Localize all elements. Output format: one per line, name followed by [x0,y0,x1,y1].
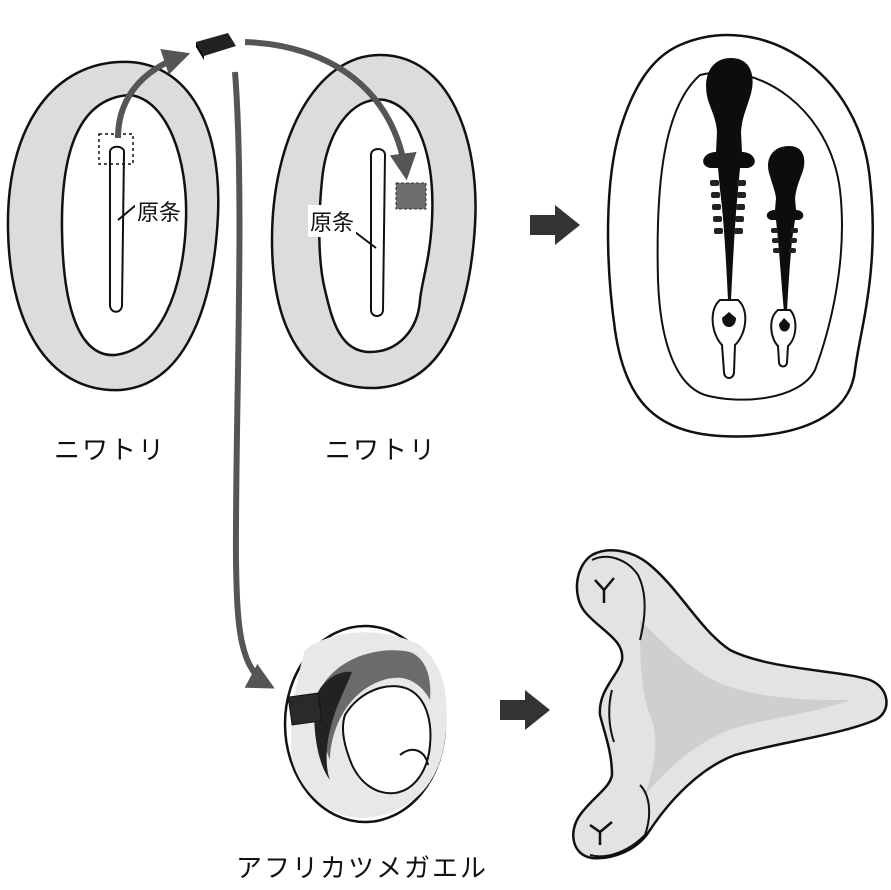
grafted-tissue-host [396,183,426,209]
host-primitive-streak [371,149,385,316]
donor-chicken-embryo [8,62,218,390]
grafted-tissue-frog [288,693,322,725]
result-arrow-chicken [530,205,580,245]
excised-graft-block [196,33,236,60]
primitive-streak-label-1: 原条 [135,195,183,227]
frog-gastrula [285,626,447,822]
chicken-host-label: ニワトリ [325,430,437,467]
primitive-streak-label-2: 原条 [308,205,356,237]
host-chicken-embryo [272,55,476,388]
double-headed-tadpole [573,550,886,858]
donor-primitive-streak [110,147,124,312]
arrow-graft-to-frog [235,72,270,686]
african-clawed-frog-label: アフリカツメガエル [236,848,488,885]
chicken-donor-label: ニワトリ [54,430,166,467]
twin-axis-chicken-embryo [608,35,873,436]
result-arrow-frog [500,690,550,730]
